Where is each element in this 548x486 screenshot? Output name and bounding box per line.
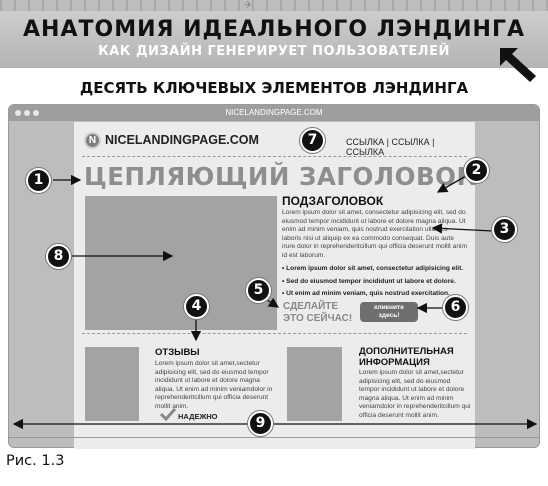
bullet-item: • Sed do eiusmod tempor incididunt ut la…	[282, 277, 456, 285]
callout-7: 7	[300, 128, 325, 153]
browser-window: NICELANDINGPAGE.COM N NICELANDINGPAGE.CO…	[8, 104, 540, 449]
arrow-5	[266, 297, 280, 308]
window-minimize-dot	[24, 110, 30, 116]
browser-url: NICELANDINGPAGE.COM	[225, 108, 323, 117]
info-text: Lorem ipsum dolor sit amet,sectetur adip…	[359, 369, 471, 419]
info-image	[287, 347, 342, 421]
testimonials-title: ОТЗЫВЫ	[155, 347, 200, 358]
logo-text: NICELANDINGPAGE.COM	[105, 133, 259, 147]
bullet-item: • Ut enim ad minim veniam, quis nostrud …	[282, 290, 450, 297]
pointer-arrow-icon	[500, 48, 536, 82]
browser-titlebar: NICELANDINGPAGE.COM	[9, 105, 539, 121]
bullet-list: • Lorem ipsum dolor sit amet, consectetu…	[282, 263, 472, 301]
bullet-text: Sed do eiusmod tempor incididunt ut labo…	[286, 277, 456, 285]
callout-2: 2	[464, 158, 489, 183]
logo-icon: N	[84, 132, 101, 149]
button-label: здесь!	[378, 312, 400, 319]
call-to-action: СДЕЛАЙТЕ ЭТО СЕЙЧАС!	[283, 301, 352, 325]
landing-page-mockup: N NICELANDINGPAGE.COM ССЫЛКА | ССЫЛКА | …	[74, 122, 477, 449]
button-label: кликните	[374, 304, 404, 311]
header-divider	[82, 156, 467, 157]
header-banner: ✈ АНАТОМИЯ ИДЕАЛЬНОГО ЛЭНДИНГА КАК ДИЗАЙ…	[0, 0, 548, 68]
window-maximize-dot	[33, 110, 39, 116]
callout-3: 3	[492, 217, 517, 242]
window-close-dot	[15, 110, 21, 116]
banner-title: АНАТОМИЯ ИДЕАЛЬНОГО ЛЭНДИНГА	[23, 17, 525, 42]
banner-subtitle: КАК ДИЗАЙН ГЕНЕРИРУЕТ ПОЛЬЗОВАТЕЛЕЙ	[98, 44, 450, 59]
section-heading: ДЕСЯТЬ КЛЮЧЕВЫХ ЭЛЕМЕНТОВ ЛЭНДИНГА	[79, 79, 469, 97]
nav-links: ССЫЛКА | ССЫЛКА | ССЫЛКА	[346, 137, 435, 157]
arrow-3	[431, 223, 494, 234]
checkmark-icon	[160, 407, 176, 421]
figure-caption: Рис. 1.3	[6, 453, 65, 469]
arrow-2	[436, 175, 467, 193]
banner-texture	[0, 0, 548, 11]
callout-6: 6	[443, 295, 468, 320]
ornament-icon: ✈	[244, 0, 253, 11]
callout-4: 4	[184, 294, 209, 319]
testimonial-image	[85, 347, 139, 421]
headline: ЦЕПЛЯЮЩИЙ ЗАГОЛОВОК	[84, 162, 477, 191]
testimonials-text: Lorem ipsum dolor sit amet,sectetur adip…	[155, 360, 273, 410]
info-title-line: ИНФОРМАЦИЯ	[359, 357, 430, 368]
bullet-text: Lorem ipsum dolor sit amet, consectetur …	[286, 265, 464, 272]
bullet-text: Ut enim ad minim veniam, quis nostrud ex…	[286, 290, 450, 297]
info-title: ДОПОЛНИТЕЛЬНАЯ ИНФОРМАЦИЯ	[359, 346, 454, 368]
cta-line: СДЕЛАЙТЕ	[283, 301, 339, 312]
section-divider	[82, 333, 467, 334]
trust-badge: НАДЕЖНО	[178, 412, 218, 421]
callout-1: 1	[26, 168, 51, 193]
cta-line: ЭТО СЕЙЧАС!	[283, 313, 353, 324]
body-text: Lorem ipsum dolor sit amet, consectetur …	[282, 209, 467, 259]
hero-image	[85, 196, 277, 330]
subheadline: ПОДЗАГОЛОВОК	[282, 194, 384, 208]
bullet-item: • Lorem ipsum dolor sit amet, consectetu…	[282, 265, 464, 272]
callout-5: 5	[246, 278, 271, 303]
click-here-button[interactable]: кликните здесь!	[360, 302, 418, 322]
callout-8: 8	[46, 244, 71, 269]
callout-9: 9	[248, 411, 273, 436]
figure-divider	[8, 437, 540, 438]
info-title-line: ДОПОЛНИТЕЛЬНАЯ	[359, 346, 454, 357]
